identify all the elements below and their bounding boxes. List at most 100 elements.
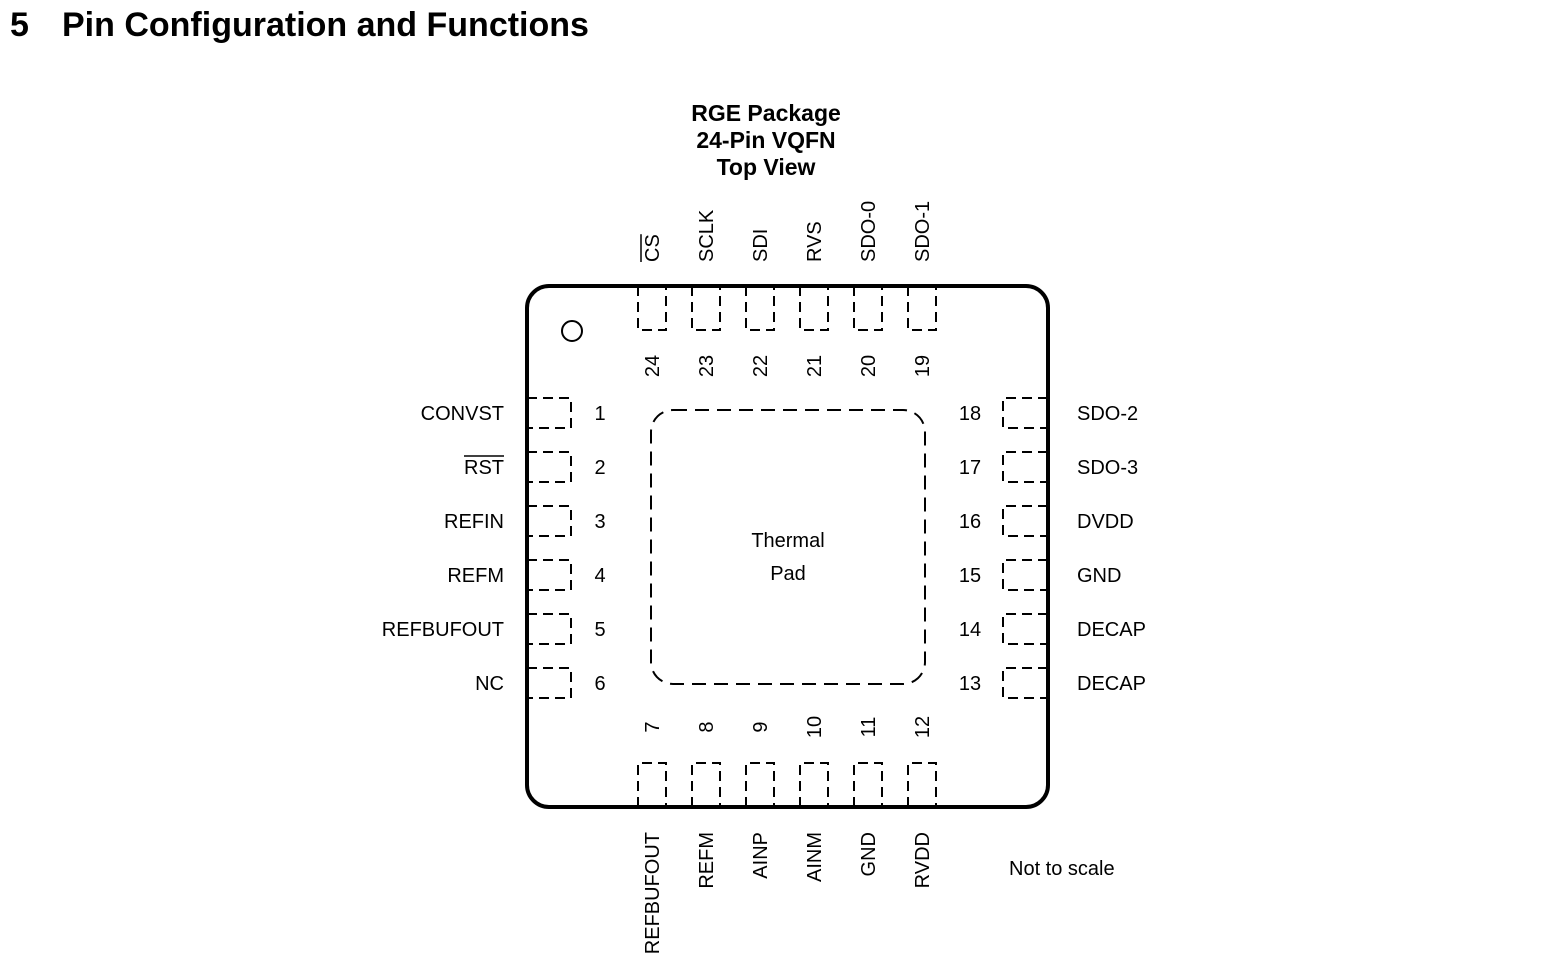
pin-name: SDI [750, 229, 772, 262]
pin-pad [637, 762, 667, 807]
section-title: Pin Configuration and Functions [62, 6, 589, 44]
pin-number: 17 [959, 457, 981, 479]
pin-pad [691, 286, 721, 331]
pin-number: 19 [912, 355, 934, 377]
pin1-marker-icon [561, 320, 583, 342]
pin-top-21: 21 RVS [799, 221, 829, 377]
pin-right-17: 17 SDO-3 [959, 451, 1138, 483]
pin-name: RVS [804, 221, 826, 262]
pin-number: 11 [858, 717, 880, 738]
pin-pad [1002, 505, 1048, 537]
pin-number: 20 [858, 355, 880, 377]
pin-number: 10 [804, 716, 826, 738]
thermal-pad-outline [650, 409, 926, 685]
pin-pad [1002, 397, 1048, 429]
pin-right-14: 14 DECAP [959, 613, 1146, 645]
pin-number: 14 [959, 619, 981, 641]
pin-name: AINP [750, 832, 772, 879]
pin-number: 24 [642, 355, 664, 377]
pin-pad [527, 667, 572, 699]
thermal-pad-label-line2: Pad [770, 563, 806, 585]
pin-top-20: 20 SDO-0 [853, 201, 883, 377]
pin-pad [1002, 613, 1048, 645]
not-to-scale-note: Not to scale [1009, 858, 1115, 880]
pin-number: 6 [594, 673, 605, 695]
pin-name: REFM [696, 832, 718, 889]
pin-name: AINM [804, 832, 826, 882]
pin-pad [637, 286, 667, 331]
pin-name: SDO-3 [1077, 457, 1138, 479]
pin-name: RST [464, 457, 504, 479]
pin-name: CS [642, 234, 664, 262]
pin-pad [691, 762, 721, 807]
pin-left-1: 1 CONVST [421, 397, 606, 429]
pin-number: 23 [696, 355, 718, 377]
pin-name: SDO-0 [858, 201, 880, 262]
pin-left-6: 6 NC [475, 667, 606, 699]
pin-right-13: 13 DECAP [959, 667, 1146, 699]
pin-name: RVDD [912, 832, 934, 888]
pin-name: REFM [447, 565, 504, 587]
pin-number: 7 [642, 721, 664, 732]
pin-number: 2 [594, 457, 605, 479]
package-title-line3: Top View [717, 154, 816, 180]
pin-number: 12 [912, 716, 934, 738]
pin-pad [853, 762, 883, 807]
pin-left-2: 2 RST [464, 451, 606, 483]
pin-name: SDO-2 [1077, 403, 1138, 425]
package-title: RGE Package 24-Pin VQFN Top View [691, 100, 841, 180]
pin-name: GND [858, 832, 880, 876]
section-number: 5 [10, 6, 29, 44]
pin-number: 13 [959, 673, 981, 695]
pin-name: REFBUFOUT [642, 832, 664, 954]
pin-pad [527, 505, 572, 537]
pin-name: NC [475, 673, 504, 695]
pin-right-18: 18 SDO-2 [959, 397, 1138, 429]
pin-pad [907, 762, 937, 807]
pin-pad [1002, 667, 1048, 699]
package-title-line1: RGE Package [691, 100, 841, 126]
pin-name: CONVST [421, 403, 504, 425]
pin-name: DVDD [1077, 511, 1134, 533]
pin-pad [527, 451, 572, 483]
pin-name: DECAP [1077, 673, 1146, 695]
pin-number: 15 [959, 565, 981, 587]
pin-top-24: 24 CS [637, 234, 667, 377]
pin-name: DECAP [1077, 619, 1146, 641]
thermal-pad-label-line1: Thermal [751, 530, 824, 552]
pin-name: SCLK [696, 209, 718, 262]
pin-number: 21 [804, 355, 826, 377]
pin-number: 1 [594, 403, 605, 425]
pin-number: 8 [696, 721, 718, 732]
pin-pad [527, 613, 572, 645]
pin-pad [745, 286, 775, 331]
pin-pad [1002, 451, 1048, 483]
pin-pad [799, 762, 829, 807]
pin-right-15: 15 GND [959, 559, 1121, 591]
package-title-line2: 24-Pin VQFN [696, 127, 835, 153]
pin-name: GND [1077, 565, 1121, 587]
package-outline [525, 284, 1050, 809]
pin-name: SDO-1 [912, 201, 934, 262]
pin-pad [745, 762, 775, 807]
pin-pad [1002, 559, 1048, 591]
pin-number: 3 [594, 511, 605, 533]
pin-number: 9 [750, 721, 772, 732]
section-heading: 5 Pin Configuration and Functions [10, 6, 589, 45]
pin-pad [853, 286, 883, 331]
pin-number: 18 [959, 403, 981, 425]
pin-top-19: 19 SDO-1 [907, 201, 937, 377]
pin-pad [907, 286, 937, 331]
